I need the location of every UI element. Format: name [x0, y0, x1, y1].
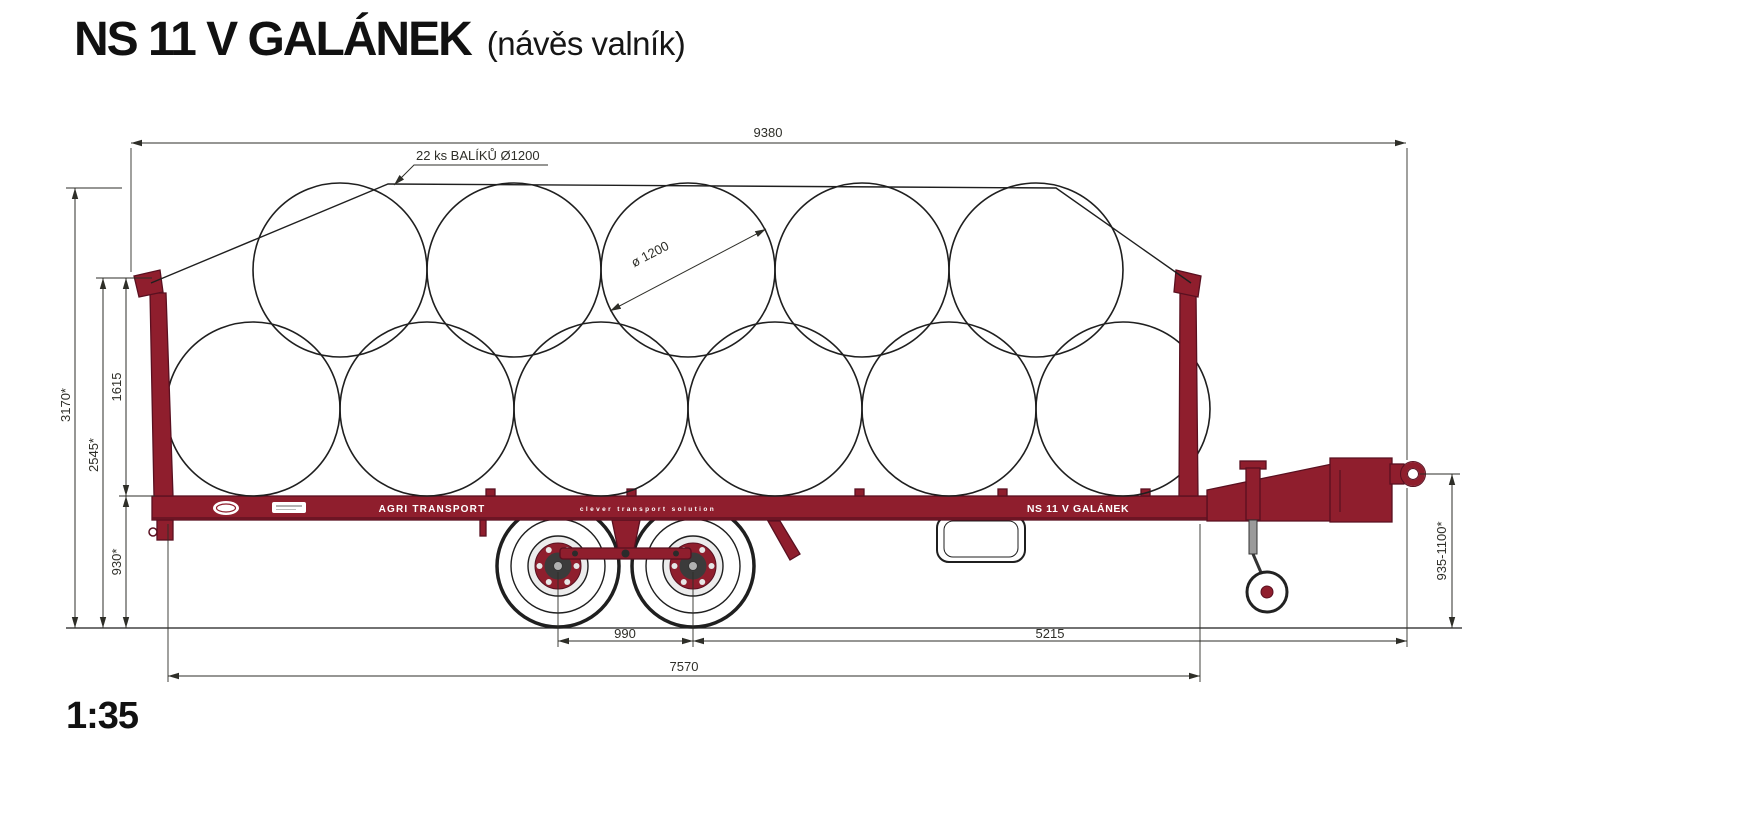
svg-text:990: 990 — [614, 626, 636, 641]
tie-hook — [854, 488, 865, 497]
dim-overall-height: 3170* — [58, 187, 122, 628]
brand-text: AGRI TRANSPORT — [379, 504, 486, 515]
dim-drawbar-height: 935-1100* — [1420, 473, 1460, 628]
load-outline — [150, 183, 1192, 284]
dim-overall-length: 9380 — [130, 125, 1408, 647]
tie-hook — [485, 488, 496, 497]
svg-text:22 ks BALÍKŮ Ø1200: 22 ks BALÍKŮ Ø1200 — [416, 148, 540, 163]
platform: AGRI TRANSPORT clever transport solution… — [148, 488, 1208, 561]
svg-text:3170*: 3170* — [58, 388, 73, 422]
suspension — [559, 519, 692, 560]
svg-text:9380: 9380 — [754, 125, 783, 140]
svg-text:935-1100*: 935-1100* — [1434, 521, 1449, 580]
svg-text:ø 1200: ø 1200 — [628, 238, 671, 270]
svg-text:930*: 930* — [109, 549, 124, 576]
dim-axle-to-eye: 5215 — [693, 626, 1407, 645]
svg-text:5215: 5215 — [1036, 626, 1065, 641]
drawing-subtitle: (návěs valník) — [486, 25, 686, 62]
dim-axle-spacing: 990 — [557, 572, 694, 647]
towing-eye — [1401, 462, 1425, 486]
parking-prop — [766, 520, 801, 561]
dim-rack-height: 1615 — [109, 278, 155, 497]
title-block: NS 11 V GALÁNEK (návěs valník) — [74, 12, 686, 67]
bales-note: 22 ks BALÍKŮ Ø1200 — [393, 148, 548, 186]
scale-label: 1:35 — [66, 695, 139, 737]
jockey-wheel-jack — [1239, 460, 1289, 614]
svg-text:7570: 7570 — [670, 659, 699, 674]
bales — [165, 182, 1211, 497]
dim-bale-diameter: ø 1200 — [609, 228, 767, 312]
dim-platform-length: 7570 — [167, 524, 1201, 682]
drawing-title: NS 11 V GALÁNEK — [74, 13, 473, 66]
svg-text:2545*: 2545* — [86, 438, 101, 472]
dim-platform-height: 930* — [109, 496, 130, 628]
drawbar — [1206, 457, 1426, 523]
rear-rack — [1173, 269, 1202, 497]
tagline-text: clever transport solution — [580, 506, 716, 513]
dim-side-height: 2545* — [86, 277, 152, 628]
rear-bracket — [156, 519, 174, 541]
front-rack — [133, 269, 174, 497]
tie-hook — [997, 488, 1008, 497]
svg-text:1615: 1615 — [109, 373, 124, 402]
model-text: NS 11 V GALÁNEK — [1027, 502, 1129, 515]
brand-badge — [272, 502, 306, 513]
